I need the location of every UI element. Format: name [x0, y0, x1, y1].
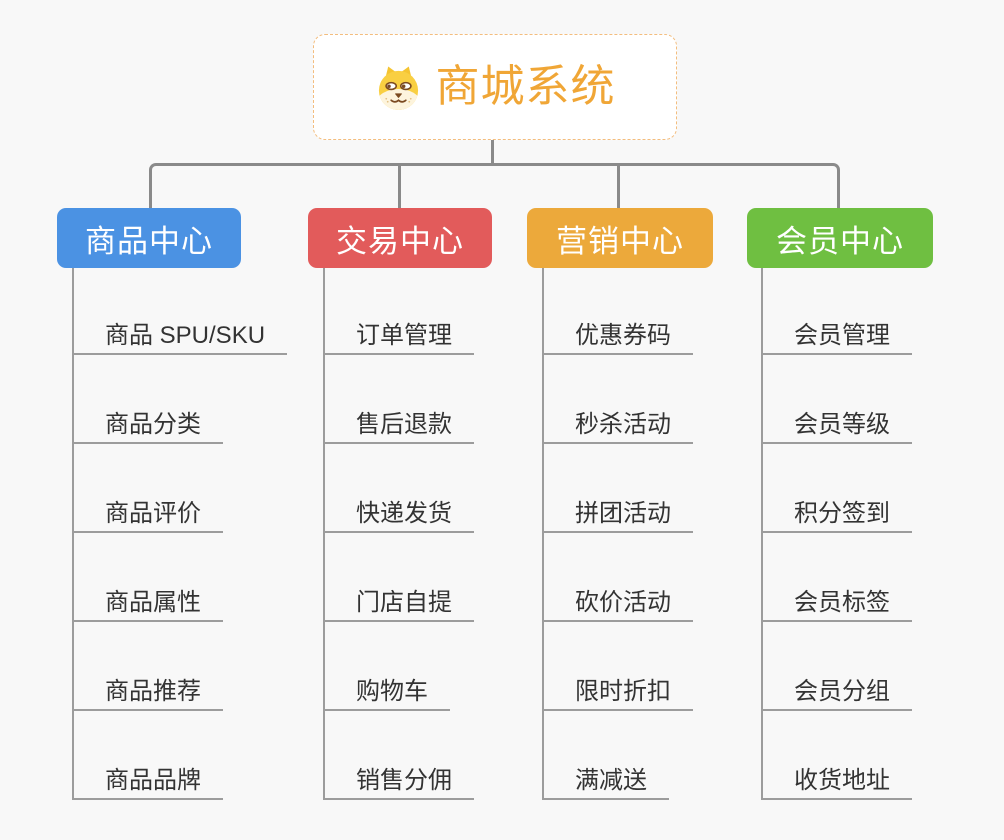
branch-children: 订单管理售后退款快递发货门店自提购物车销售分佣: [323, 268, 474, 800]
connector-stub-branch3: [617, 165, 620, 208]
leaf-node[interactable]: 收货地址: [763, 711, 912, 800]
leaf-node[interactable]: 优惠券码: [544, 268, 693, 355]
leaf-node[interactable]: 商品评价: [74, 444, 223, 533]
connector-stub-branch2: [398, 165, 401, 208]
branch-children: 商品 SPU/SKU 商品分类商品评价商品属性商品推荐商品品牌: [72, 268, 288, 800]
leaf-node[interactable]: 商品分类: [74, 355, 223, 444]
leaf-label: 秒杀活动: [575, 411, 671, 438]
leaf-node[interactable]: 积分签到: [763, 444, 912, 533]
leaf-node[interactable]: 会员等级: [763, 355, 912, 444]
root-title: 商城系统: [435, 62, 616, 111]
leaf-label: 门店自提: [356, 589, 452, 616]
leaf-label: 优惠券码: [575, 322, 671, 349]
leaf-label: 商品评价: [105, 500, 201, 527]
leaf-label: 会员分组: [794, 678, 890, 705]
branch-children: 会员管理会员等级积分签到会员标签会员分组收货地址: [761, 268, 912, 800]
dog-face-icon: [378, 65, 418, 110]
leaf-node[interactable]: 拼团活动: [544, 444, 693, 533]
branch-label: 交易中心: [336, 223, 464, 259]
branch-label: 商品中心: [85, 223, 213, 259]
leaf-label: 满减送: [575, 767, 647, 794]
leaf-label: 快递发货: [356, 500, 452, 527]
leaf-label: 拼团活动: [575, 500, 671, 527]
branch-label: 营销中心: [556, 223, 684, 259]
leaf-node[interactable]: 会员分组: [763, 622, 912, 711]
branch-node[interactable]: 营销中心: [527, 208, 713, 268]
leaf-node[interactable]: 商品品牌: [74, 711, 223, 800]
leaf-node[interactable]: 快递发货: [325, 444, 474, 533]
leaf-node[interactable]: 商品属性: [74, 533, 223, 622]
leaf-node[interactable]: 秒杀活动: [544, 355, 693, 444]
leaf-label: 限时折扣: [575, 678, 671, 705]
leaf-label: 会员管理: [794, 322, 890, 349]
leaf-label: 会员等级: [794, 411, 890, 438]
leaf-node[interactable]: 销售分佣: [325, 711, 474, 800]
root-node[interactable]: 商城系统: [313, 34, 677, 140]
leaf-node[interactable]: 购物车: [325, 622, 450, 711]
leaf-label: 收货地址: [794, 767, 890, 794]
branch-label: 会员中心: [776, 223, 904, 259]
leaf-node[interactable]: 砍价活动: [544, 533, 693, 622]
branch-node[interactable]: 商品中心: [57, 208, 241, 268]
branch-node[interactable]: 交易中心: [308, 208, 492, 268]
connector-bus-left: [149, 163, 493, 208]
leaf-label: 商品品牌: [105, 767, 201, 794]
leaf-node[interactable]: 商品推荐: [74, 622, 223, 711]
branch-children: 优惠券码秒杀活动拼团活动砍价活动限时折扣满减送: [542, 268, 693, 800]
leaf-label: 售后退款: [356, 411, 452, 438]
leaf-label: 会员标签: [794, 589, 890, 616]
leaf-label: 商品推荐: [105, 678, 201, 705]
connector-root-stem: [491, 140, 494, 165]
connector-bus-right: [493, 163, 840, 208]
leaf-node[interactable]: 满减送: [544, 711, 669, 800]
leaf-label: 订单管理: [356, 322, 452, 349]
leaf-label: 销售分佣: [356, 767, 452, 794]
leaf-node[interactable]: 订单管理: [325, 268, 474, 355]
leaf-label: 砍价活动: [575, 589, 671, 616]
leaf-label: 购物车: [356, 678, 428, 705]
leaf-label: 积分签到: [794, 500, 890, 527]
leaf-node[interactable]: 售后退款: [325, 355, 474, 444]
leaf-node[interactable]: 商品 SPU/SKU: [74, 268, 288, 355]
branch-node[interactable]: 会员中心: [747, 208, 933, 268]
leaf-node[interactable]: 门店自提: [325, 533, 474, 622]
leaf-label: 商品属性: [105, 589, 201, 616]
leaf-node[interactable]: 会员管理: [763, 268, 912, 355]
leaf-label: 商品 SPU/SKU: [105, 322, 266, 349]
leaf-node[interactable]: 会员标签: [763, 533, 912, 622]
leaf-node[interactable]: 限时折扣: [544, 622, 693, 711]
leaf-label: 商品分类: [105, 411, 201, 438]
